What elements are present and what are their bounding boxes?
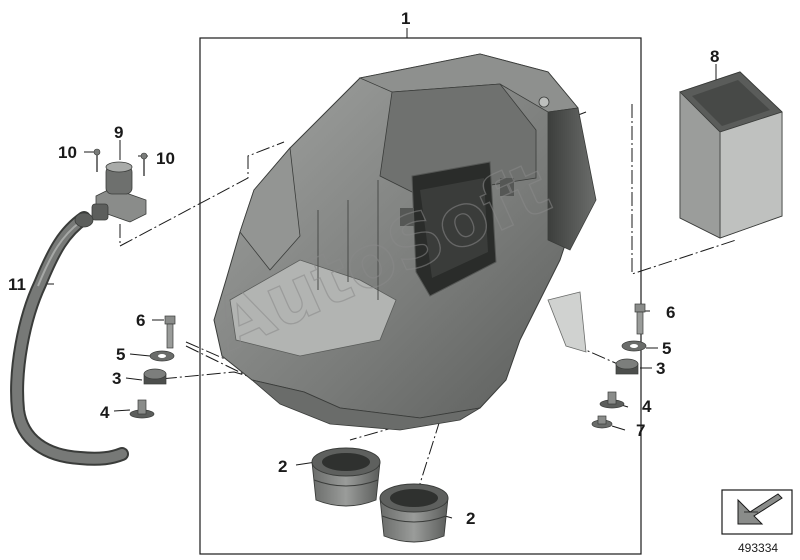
callout-2-lower: 2 bbox=[466, 509, 475, 528]
callout-2-upper: 2 bbox=[278, 457, 287, 476]
callout-1: 1 bbox=[401, 9, 410, 28]
callout-9: 9 bbox=[114, 123, 123, 142]
grommet-left bbox=[143, 368, 167, 385]
vent-valve bbox=[91, 161, 147, 223]
screw-right bbox=[140, 152, 148, 176]
callout-5-right: 5 bbox=[662, 339, 671, 358]
callout-6-left: 6 bbox=[136, 311, 145, 330]
assembly-frame bbox=[199, 37, 642, 555]
air-filter-housing bbox=[213, 53, 597, 431]
spacer-left bbox=[129, 399, 155, 419]
breather-hose bbox=[10, 211, 129, 466]
callout-11: 11 bbox=[8, 275, 26, 294]
spacer-right bbox=[599, 391, 625, 409]
callout-3-right: 3 bbox=[656, 359, 665, 378]
screw-left bbox=[93, 148, 101, 172]
bolt-right bbox=[634, 303, 646, 335]
bolt-left bbox=[164, 315, 176, 349]
arrow-down-left-icon bbox=[737, 493, 783, 525]
callout-3-left: 3 bbox=[112, 369, 121, 388]
washer-right bbox=[621, 340, 647, 352]
intake-sleeve-upper bbox=[311, 447, 381, 507]
callout-8: 8 bbox=[710, 47, 719, 66]
callout-10-left: 10 bbox=[58, 143, 77, 162]
legend-box bbox=[721, 489, 793, 535]
intake-sleeve-lower bbox=[379, 483, 449, 543]
callout-7: 7 bbox=[636, 421, 645, 440]
callout-6-right: 6 bbox=[666, 303, 675, 322]
washer-left bbox=[149, 350, 175, 362]
callout-4-right: 4 bbox=[642, 397, 652, 416]
filter-element bbox=[679, 71, 783, 239]
clip-right bbox=[591, 415, 613, 429]
callout-10-right: 10 bbox=[156, 149, 175, 168]
callout-5-left: 5 bbox=[116, 345, 125, 364]
diagram-number: 493334 bbox=[738, 541, 778, 555]
grommet-right bbox=[615, 358, 639, 375]
callout-4-left: 4 bbox=[100, 403, 110, 422]
